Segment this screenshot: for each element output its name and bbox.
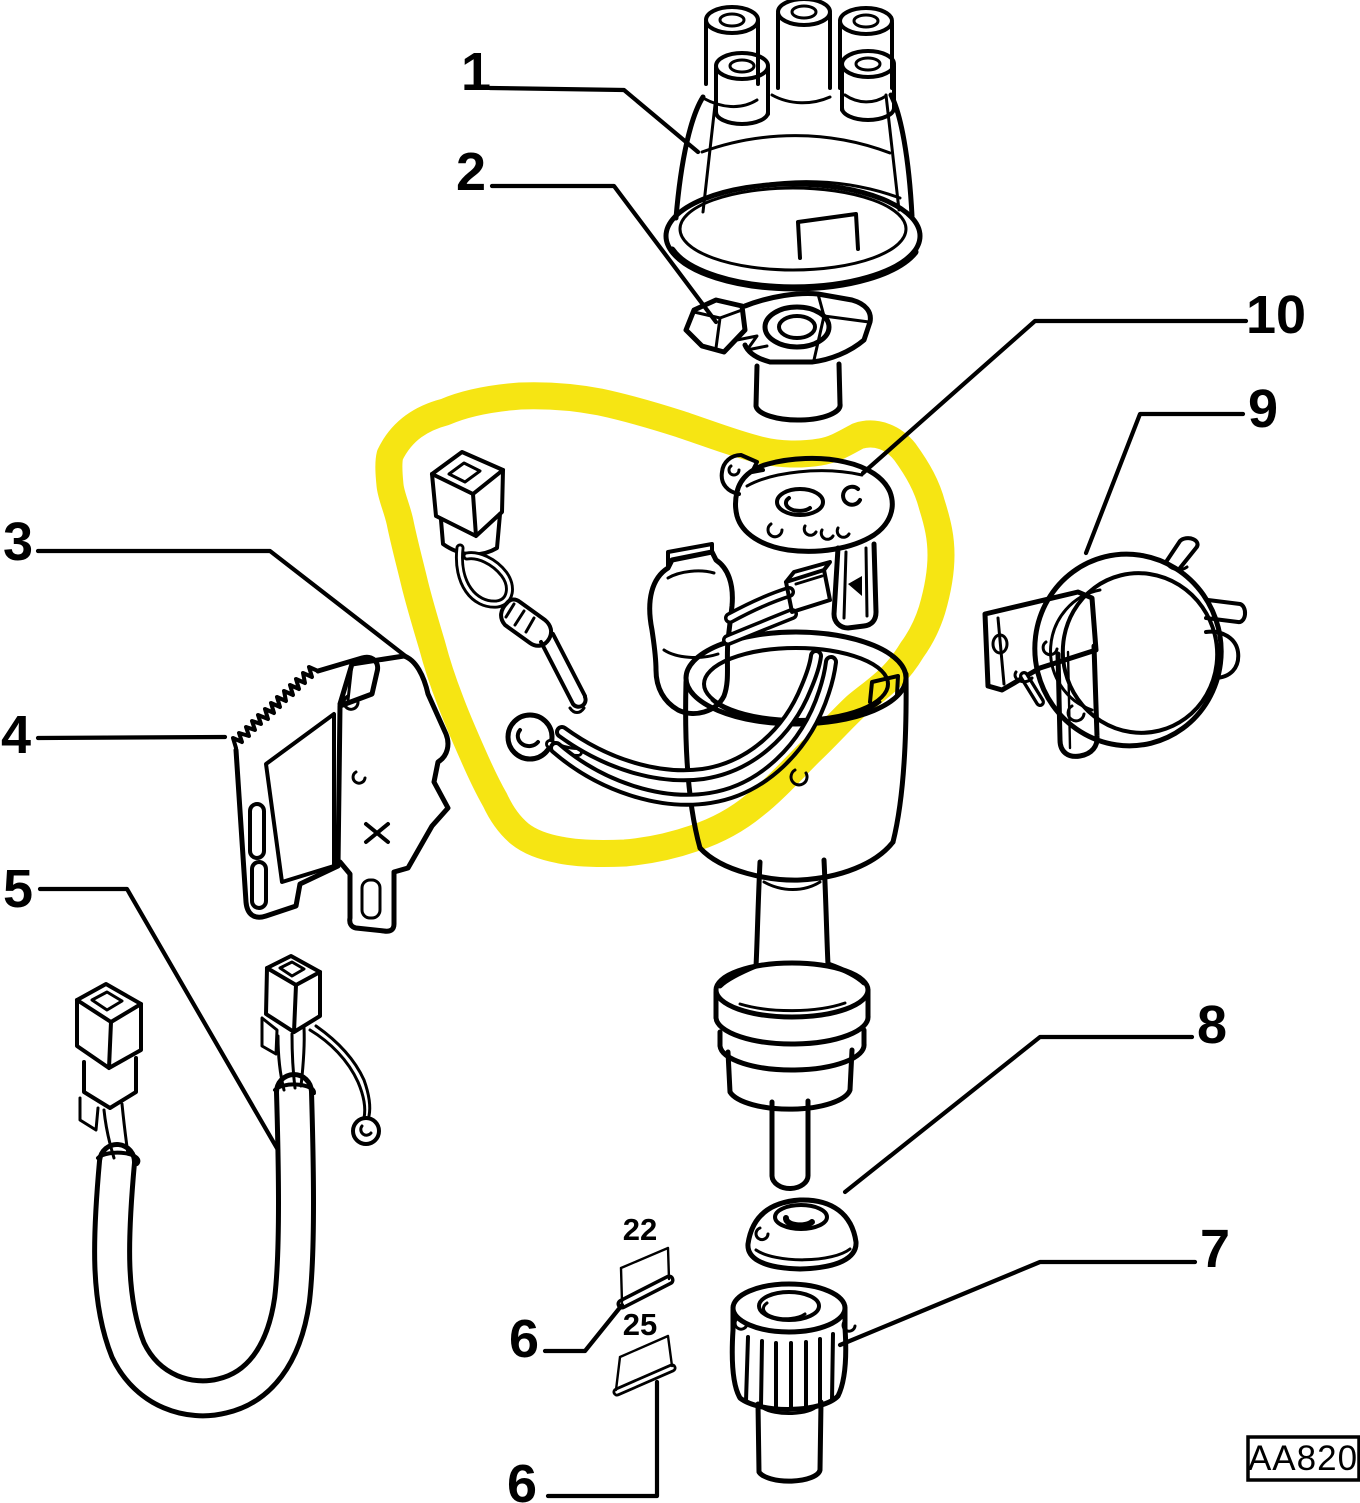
distributor-cap-drawing: [663, 0, 923, 292]
leader-2: [489, 183, 719, 325]
callout-5: 5: [3, 859, 33, 919]
rotor-drawing: [683, 291, 873, 423]
leader-4: [35, 734, 228, 741]
leader-9: [1083, 411, 1246, 556]
callout-4: 4: [1, 705, 31, 765]
callout-1: 1: [461, 42, 491, 102]
pin-label-25: 25: [623, 1307, 657, 1342]
leader-7: [837, 1259, 1198, 1348]
callout-6-upper: 6: [509, 1309, 539, 1369]
code-box-text: AA820: [1248, 1439, 1358, 1478]
leader-lines: [35, 85, 1249, 1499]
leader-1: [487, 85, 701, 155]
highlight-loop: [375, 382, 955, 868]
leader-5: [37, 886, 281, 1153]
code-box-frame: [1246, 1435, 1360, 1482]
roll-pins-drawing: [612, 1246, 677, 1397]
washer-cup-drawing: [745, 1197, 859, 1272]
leader-6-upper: [542, 1302, 625, 1354]
callout-9: 9: [1248, 379, 1278, 439]
leader-10: [860, 318, 1249, 476]
ignition-module-drawing: [231, 654, 390, 920]
callout-6-lower: 6: [507, 1454, 537, 1503]
callout-10: 10: [1246, 285, 1306, 345]
callout-2: 2: [456, 142, 486, 202]
callout-8: 8: [1197, 995, 1227, 1055]
callout-7: 7: [1200, 1219, 1230, 1279]
callout-3: 3: [3, 512, 33, 572]
callout-numbers: 1 2 3 4 5 6 6 7 8 9 10 22 25: [1, 42, 1306, 1503]
leader-6-lower: [545, 1379, 660, 1499]
leader-3: [35, 548, 411, 661]
diagram-code-box: AA820: [1246, 1435, 1360, 1482]
pin-label-22: 22: [623, 1212, 657, 1247]
vacuum-advance-drawing: [982, 536, 1248, 759]
wiring-harness-drawing: [75, 954, 381, 1419]
drive-gear-drawing: [729, 1281, 857, 1484]
leader-8: [842, 1034, 1195, 1195]
module-bracket-drawing: [337, 653, 451, 934]
pickup-assembly-drawing: [430, 450, 895, 807]
